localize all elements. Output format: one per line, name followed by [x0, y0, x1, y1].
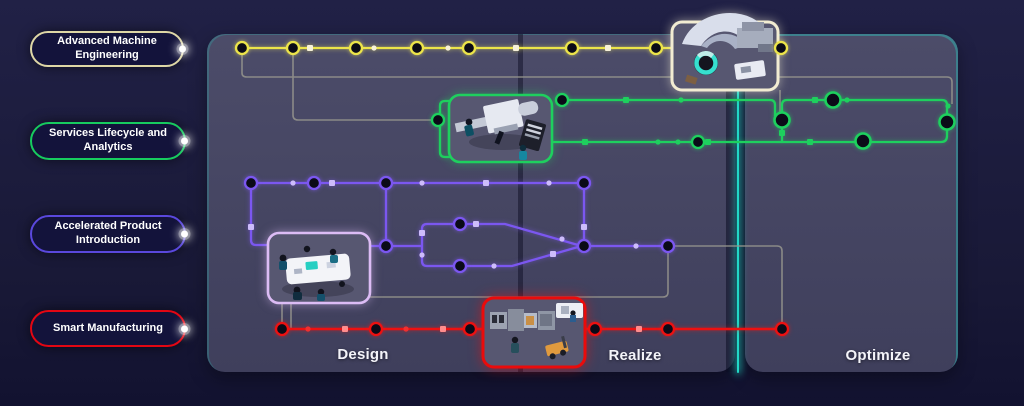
api-nodes: [243, 175, 676, 274]
api-node[interactable]: [576, 175, 592, 191]
pill-indicator-dot: [181, 137, 188, 145]
sm-node[interactable]: [660, 321, 676, 337]
sla-top-line: [556, 98, 777, 116]
track-pill-services-lifecycle-analytics[interactable]: Services Lifecycle and Analytics: [30, 122, 188, 160]
pill-label: Smart Manufacturing: [52, 321, 163, 334]
pill-indicator-dot: [181, 325, 188, 332]
track-pill-smart-manufacturing[interactable]: Smart Manufacturing: [30, 310, 188, 347]
pill-label: Advanced Machine Engineering: [57, 35, 157, 61]
sm-node[interactable]: [587, 321, 603, 337]
sla-node[interactable]: [938, 113, 956, 131]
pill-label: Services Lifecycle and Analytics: [48, 127, 167, 153]
sm-markers: [305, 326, 642, 332]
sla-node[interactable]: [773, 111, 791, 129]
divider-shadow: [726, 34, 735, 372]
api-node[interactable]: [576, 238, 592, 254]
sla-loop-top: [780, 98, 949, 114]
sla-node[interactable]: [824, 91, 842, 109]
sla-nodes: [430, 91, 956, 150]
sla-card-bracket: [438, 99, 450, 159]
ame-node[interactable]: [773, 40, 789, 56]
sla-card-illustration: [454, 99, 546, 160]
ame-node[interactable]: [285, 40, 301, 56]
phase-label-realize: Realize: [608, 347, 662, 364]
sm-node[interactable]: [462, 321, 478, 337]
api-node[interactable]: [452, 216, 468, 232]
design-realize-panel: [207, 34, 735, 372]
sm-node[interactable]: [274, 321, 290, 337]
connector-ame-to-sla-card: [292, 54, 434, 121]
pill-label: Accelerated Product Introduction: [54, 220, 162, 246]
sla-node[interactable]: [430, 112, 446, 128]
sla-card[interactable]: [447, 93, 554, 164]
ame-node[interactable]: [348, 40, 364, 56]
ame-node[interactable]: [409, 40, 425, 56]
sm-card-illustration: [490, 303, 583, 360]
api-card[interactable]: [266, 231, 372, 305]
api-node[interactable]: [378, 175, 394, 191]
api-branch-up: [420, 222, 579, 247]
api-node[interactable]: [243, 175, 259, 191]
phase-label-design: Design: [337, 346, 389, 363]
ame-node[interactable]: [234, 40, 250, 56]
pill-indicator-dot: [181, 230, 188, 238]
phase-divider-line: [737, 33, 739, 373]
ame-card[interactable]: [670, 13, 780, 92]
ame-nodes: [234, 40, 789, 56]
track-pill-accelerated-product-introduction[interactable]: Accelerated Product Introduction: [30, 215, 188, 253]
api-left-drop: [249, 189, 268, 247]
api-track: [248, 180, 668, 269]
ame-node[interactable]: [564, 40, 580, 56]
pill-indicator-dot: [179, 45, 186, 53]
sla-bottom-line: [552, 130, 949, 144]
sla-node[interactable]: [554, 92, 570, 108]
phase-label-optimize: Optimize: [845, 347, 911, 364]
design-realize-seam: [518, 34, 523, 372]
connector-api-to-sm-end: [675, 245, 783, 322]
sla-node[interactable]: [854, 132, 872, 150]
sm-nodes: [274, 321, 790, 337]
api-node[interactable]: [660, 238, 676, 254]
sm-node[interactable]: [774, 321, 790, 337]
ame-card-illustration: [682, 13, 773, 85]
ame-node[interactable]: [648, 40, 664, 56]
connector-ame-to-optimize: [241, 54, 953, 104]
api-node[interactable]: [306, 175, 322, 191]
api-card-illustration: [279, 245, 354, 301]
ame-markers: [307, 45, 611, 51]
sla-node[interactable]: [690, 134, 706, 150]
sm-node[interactable]: [368, 321, 384, 337]
api-node[interactable]: [452, 258, 468, 274]
sla-markers: [582, 97, 951, 145]
sla-track: [438, 97, 951, 159]
ame-node[interactable]: [461, 40, 477, 56]
track-pill-advanced-machine-engineering[interactable]: Advanced Machine Engineering: [30, 31, 186, 67]
cards: [266, 13, 780, 369]
sm-card[interactable]: [481, 296, 587, 369]
api-node[interactable]: [378, 238, 394, 254]
api-markers: [248, 180, 639, 269]
api-branch-down: [420, 245, 579, 268]
